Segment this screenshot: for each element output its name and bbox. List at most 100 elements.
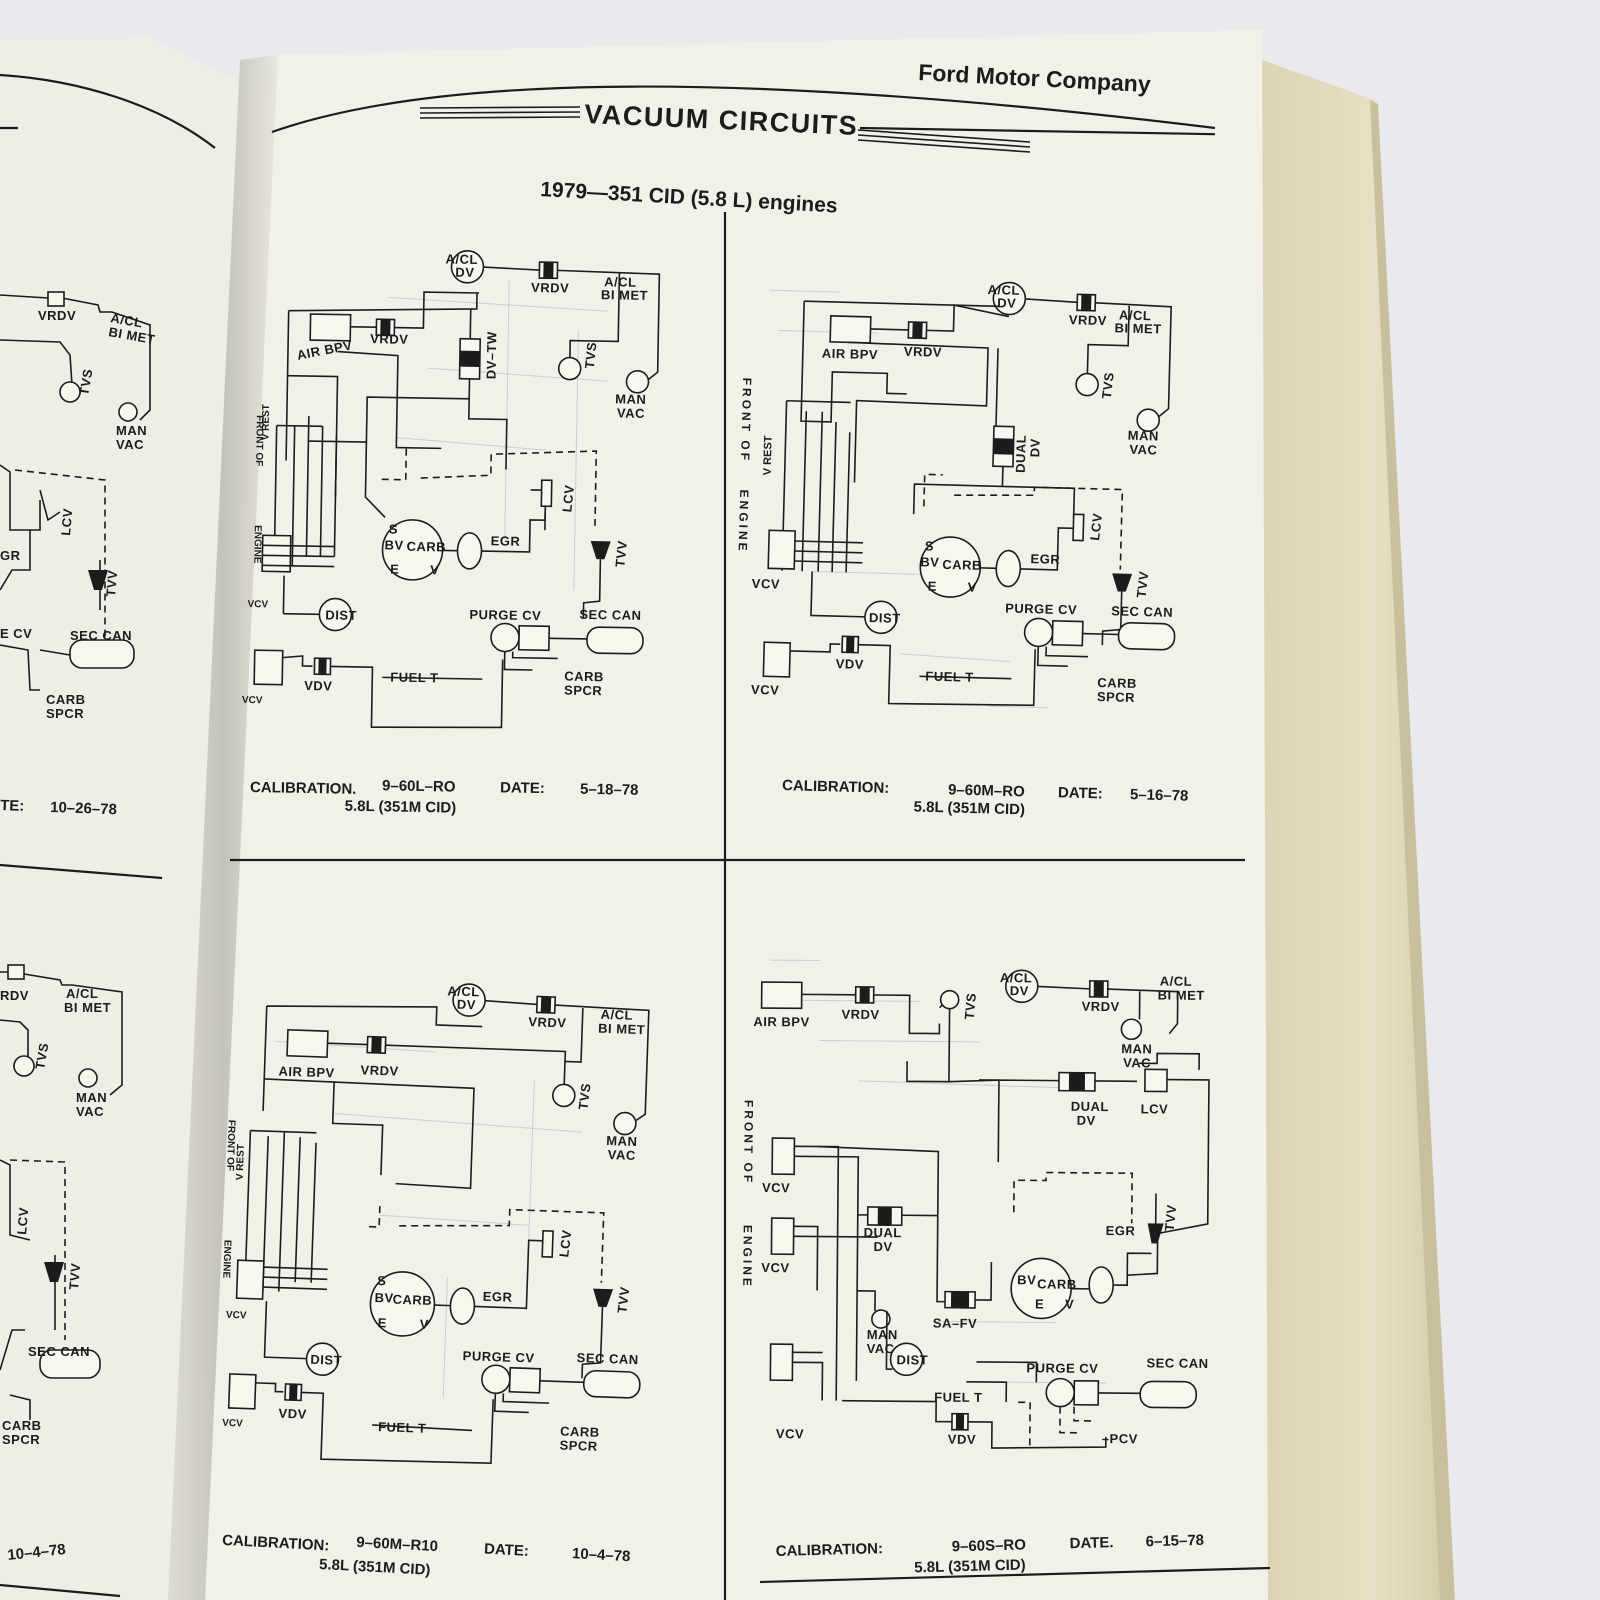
svg-text:VRDV: VRDV — [531, 280, 569, 296]
svg-text:TE:: TE: — [0, 797, 25, 815]
svg-text:CARB: CARB — [560, 1424, 600, 1440]
svg-text:MAN: MAN — [606, 1133, 638, 1149]
svg-text:LCV: LCV — [556, 1229, 574, 1258]
calibration-code: 9–60M–R10 — [356, 1534, 439, 1555]
svg-text:VAC: VAC — [76, 1104, 104, 1119]
svg-text:TVV: TVV — [103, 569, 120, 597]
svg-text:PURGE CV: PURGE CV — [469, 607, 541, 623]
svg-text:DV: DV — [1077, 1113, 1096, 1128]
svg-text:BV: BV — [384, 537, 403, 552]
svg-text:DV: DV — [1010, 983, 1029, 998]
svg-text:SPCR: SPCR — [559, 1438, 598, 1454]
svg-text:TVS: TVS — [962, 992, 979, 1020]
svg-text:A/CL: A/CL — [600, 1007, 633, 1023]
svg-text:BV: BV — [920, 554, 939, 569]
svg-text:DIST: DIST — [896, 1352, 928, 1367]
calibration-date: 5–18–78 — [580, 781, 639, 799]
svg-text:A/CL: A/CL — [1119, 307, 1152, 323]
svg-text:TVS: TVS — [32, 1042, 51, 1071]
svg-text:DV: DV — [457, 997, 477, 1013]
svg-text:MAN: MAN — [867, 1327, 898, 1342]
svg-text:10–26–78: 10–26–78 — [50, 799, 117, 818]
svg-text:A/CL: A/CL — [604, 274, 637, 290]
svg-text:TVS: TVS — [1099, 371, 1117, 399]
svg-text:TVV: TVV — [1162, 1204, 1179, 1232]
svg-text:SEC CAN: SEC CAN — [1111, 603, 1173, 620]
svg-text:VCV: VCV — [222, 1418, 243, 1430]
svg-text:DUAL: DUAL — [1013, 435, 1029, 473]
svg-text:VCV: VCV — [226, 1310, 247, 1322]
svg-text:FRONT OF: FRONT OF — [741, 1100, 756, 1185]
svg-text:MAN: MAN — [76, 1090, 107, 1105]
svg-text:BI MET: BI MET — [1158, 987, 1205, 1002]
svg-text:MAN: MAN — [1128, 428, 1159, 444]
svg-text:VCV: VCV — [242, 695, 263, 706]
svg-text:V REST: V REST — [235, 1144, 247, 1180]
svg-text:VAC: VAC — [1129, 442, 1157, 458]
vacuum-diagram-4: A/CL DV VRDV A/CL BI MET AIR BPV VRDV TV… — [740, 959, 1210, 1576]
svg-text:AIR BPV: AIR BPV — [278, 1063, 335, 1080]
svg-text:DUAL: DUAL — [1071, 1099, 1109, 1114]
date-label: DATE. — [1069, 1534, 1113, 1552]
svg-text:CARB: CARB — [406, 539, 446, 555]
svg-text:VCV: VCV — [752, 576, 781, 592]
svg-text:SEC CAN: SEC CAN — [70, 628, 132, 643]
svg-text:VRDV: VRDV — [904, 344, 943, 360]
svg-text:FUEL T: FUEL T — [390, 670, 439, 686]
page-edges — [1262, 60, 1450, 1600]
svg-text:A/CL: A/CL — [987, 282, 1020, 298]
svg-text:EGR: EGR — [1106, 1223, 1136, 1238]
svg-text:TVV: TVV — [614, 1286, 632, 1314]
svg-text:SA–FV: SA–FV — [933, 1316, 978, 1331]
svg-text:VAC: VAC — [116, 437, 144, 452]
svg-text:A/CL: A/CL — [1160, 973, 1192, 988]
calibration-code: 9–60M–RO — [948, 781, 1025, 800]
svg-text:MAN: MAN — [1121, 1041, 1152, 1056]
svg-text:V REST: V REST — [762, 435, 775, 475]
vacuum-diagram-3: A/CL DV VRDV A/CL BI MET AIR BPV VRDV TV… — [220, 983, 650, 1579]
calibration-label: CALIBRATION: — [782, 777, 890, 797]
svg-text:E: E — [378, 1315, 388, 1330]
svg-text:FUEL T: FUEL T — [925, 668, 974, 684]
svg-text:EGR: EGR — [491, 533, 521, 549]
svg-text:PURGE CV: PURGE CV — [462, 1348, 534, 1366]
svg-text:VCV: VCV — [247, 599, 268, 610]
svg-text:A/CL: A/CL — [1000, 970, 1032, 985]
svg-text:AIR BPV: AIR BPV — [822, 346, 879, 362]
svg-text:SPCR: SPCR — [2, 1432, 40, 1447]
svg-text:VRDV: VRDV — [360, 1062, 399, 1078]
svg-text:TVV: TVV — [1134, 570, 1152, 598]
svg-text:MAN: MAN — [116, 423, 147, 438]
svg-text:BI MET: BI MET — [1114, 320, 1161, 336]
calibration-label: CALIBRATION: — [222, 1532, 330, 1555]
svg-text:VDV: VDV — [836, 656, 865, 672]
left-page-content: VRDV A/CL BI MET TVS MAN VAC LCV GR TVV … — [0, 73, 216, 1598]
engine-spec: 5.8L (351M CID) — [319, 1556, 431, 1579]
svg-text:DIST: DIST — [325, 607, 357, 623]
svg-text:LCV: LCV — [1141, 1101, 1169, 1116]
right-page — [190, 30, 1268, 1600]
svg-text:DV: DV — [873, 1239, 892, 1254]
svg-text:CARB: CARB — [2, 1418, 42, 1433]
svg-text:EGR: EGR — [483, 1289, 513, 1305]
engine-spec: 5.8L (351M CID) — [913, 799, 1025, 819]
svg-text:VAC: VAC — [1123, 1055, 1151, 1070]
svg-text:DUAL: DUAL — [864, 1225, 902, 1240]
svg-text:VRDV: VRDV — [38, 308, 76, 323]
calibration-date: 6–15–78 — [1145, 1532, 1204, 1551]
svg-text:VAC: VAC — [617, 405, 645, 420]
svg-text:A/CL: A/CL — [109, 310, 143, 330]
calibration-label: CALIBRATION. — [250, 779, 357, 798]
svg-text:E CV: E CV — [0, 626, 32, 641]
svg-text:–PCV: –PCV — [1102, 1431, 1138, 1446]
svg-text:ENGINE: ENGINE — [736, 489, 752, 553]
svg-text:VDV: VDV — [304, 678, 332, 693]
svg-text:BI MET: BI MET — [598, 1021, 646, 1038]
svg-text:VRDV: VRDV — [1069, 312, 1108, 328]
calibration-code: 9–60S–RO — [951, 1536, 1026, 1555]
svg-text:VDV: VDV — [278, 1406, 307, 1422]
svg-text:E: E — [928, 579, 938, 594]
svg-text:S: S — [925, 538, 935, 553]
svg-text:FRONT OF: FRONT OF — [224, 1120, 237, 1171]
